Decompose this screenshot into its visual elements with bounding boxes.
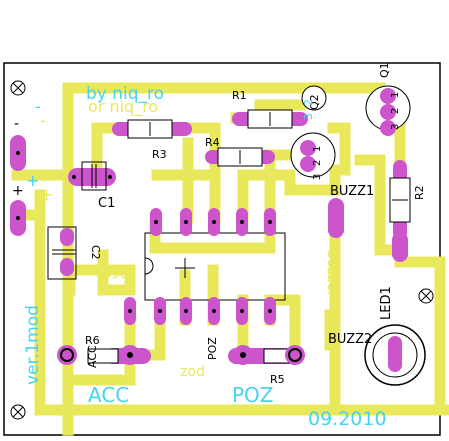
label-buzz1: BUZZ1 <box>330 184 374 199</box>
label-author: by niq_ro <box>86 84 164 104</box>
ic-pad-holes <box>128 220 272 313</box>
label-date: 09.2010 <box>308 408 387 430</box>
label-poz-mirror: poz <box>180 364 205 380</box>
resistor-r4 <box>205 147 275 167</box>
transistor-q1 <box>365 85 411 136</box>
q1-pin-1: 1 <box>390 92 401 98</box>
label-c2: C2 <box>89 245 102 260</box>
q3-pin-2: 2 <box>312 160 323 166</box>
label-poz: POZ <box>232 383 274 407</box>
led1 <box>364 324 426 386</box>
q2-pin-3: 3 <box>302 113 315 120</box>
label-acc-small: ACC <box>86 345 99 368</box>
label-r2: R2 <box>413 185 426 200</box>
label-r6: R6 <box>85 334 100 347</box>
q3-pin-3: 3 <box>312 174 323 180</box>
resistor-r1 <box>232 109 308 129</box>
label-acc: ACC <box>88 383 129 407</box>
label-r5: R5 <box>270 373 285 386</box>
resistor-r3 <box>112 119 192 139</box>
transistor-q2 <box>301 85 327 111</box>
power-pads <box>10 135 26 236</box>
label-led1: LED1 <box>379 286 394 320</box>
mount-hole <box>418 288 434 304</box>
label-minus-cyan: - <box>35 97 41 116</box>
label-r4: R4 <box>205 136 220 149</box>
label-q1: Q1 <box>378 62 391 78</box>
q1-pin-3: 3 <box>390 124 401 130</box>
capacitor-c2 <box>47 226 77 280</box>
board-outline <box>3 62 441 436</box>
mount-hole <box>10 80 26 96</box>
q3-pin-1: 1 <box>312 146 323 152</box>
resistor-r2 <box>389 160 411 240</box>
label-version: ver.1mod <box>23 305 43 385</box>
transistor-q3 <box>290 132 336 178</box>
capacitor-c1 <box>68 161 116 191</box>
ic-notch <box>144 257 154 275</box>
buzz1-pads <box>328 198 408 262</box>
label-buzz2: BUZZ2 <box>328 332 372 347</box>
ic-pads-bottom <box>124 297 276 325</box>
label-acc-mirror: acc <box>104 266 128 282</box>
label-buzzer-mirror: buzzer <box>324 250 340 297</box>
mount-hole <box>10 404 26 420</box>
mounting-holes <box>10 80 434 420</box>
label-plus-yellow: + <box>40 185 53 204</box>
label-plus: + <box>12 183 24 199</box>
label-author-mirror: or niq_ro <box>88 97 158 117</box>
label-c1: C1 <box>98 196 115 211</box>
label-q2: Q2 <box>308 94 321 110</box>
acc-connector <box>57 345 140 365</box>
poz-connector <box>233 345 305 365</box>
label-minus-yellow: - <box>40 111 46 130</box>
q1-pin-2: 2 <box>390 108 401 114</box>
label-r3: R3 <box>152 148 167 161</box>
label-minus: - <box>14 116 19 132</box>
q2-pin-2: 2 <box>302 99 315 106</box>
ic-center-mark <box>175 258 195 278</box>
label-poz-small: POZ <box>206 337 219 360</box>
label-r1: R1 <box>232 89 247 102</box>
label-plus-cyan: + <box>26 171 39 190</box>
